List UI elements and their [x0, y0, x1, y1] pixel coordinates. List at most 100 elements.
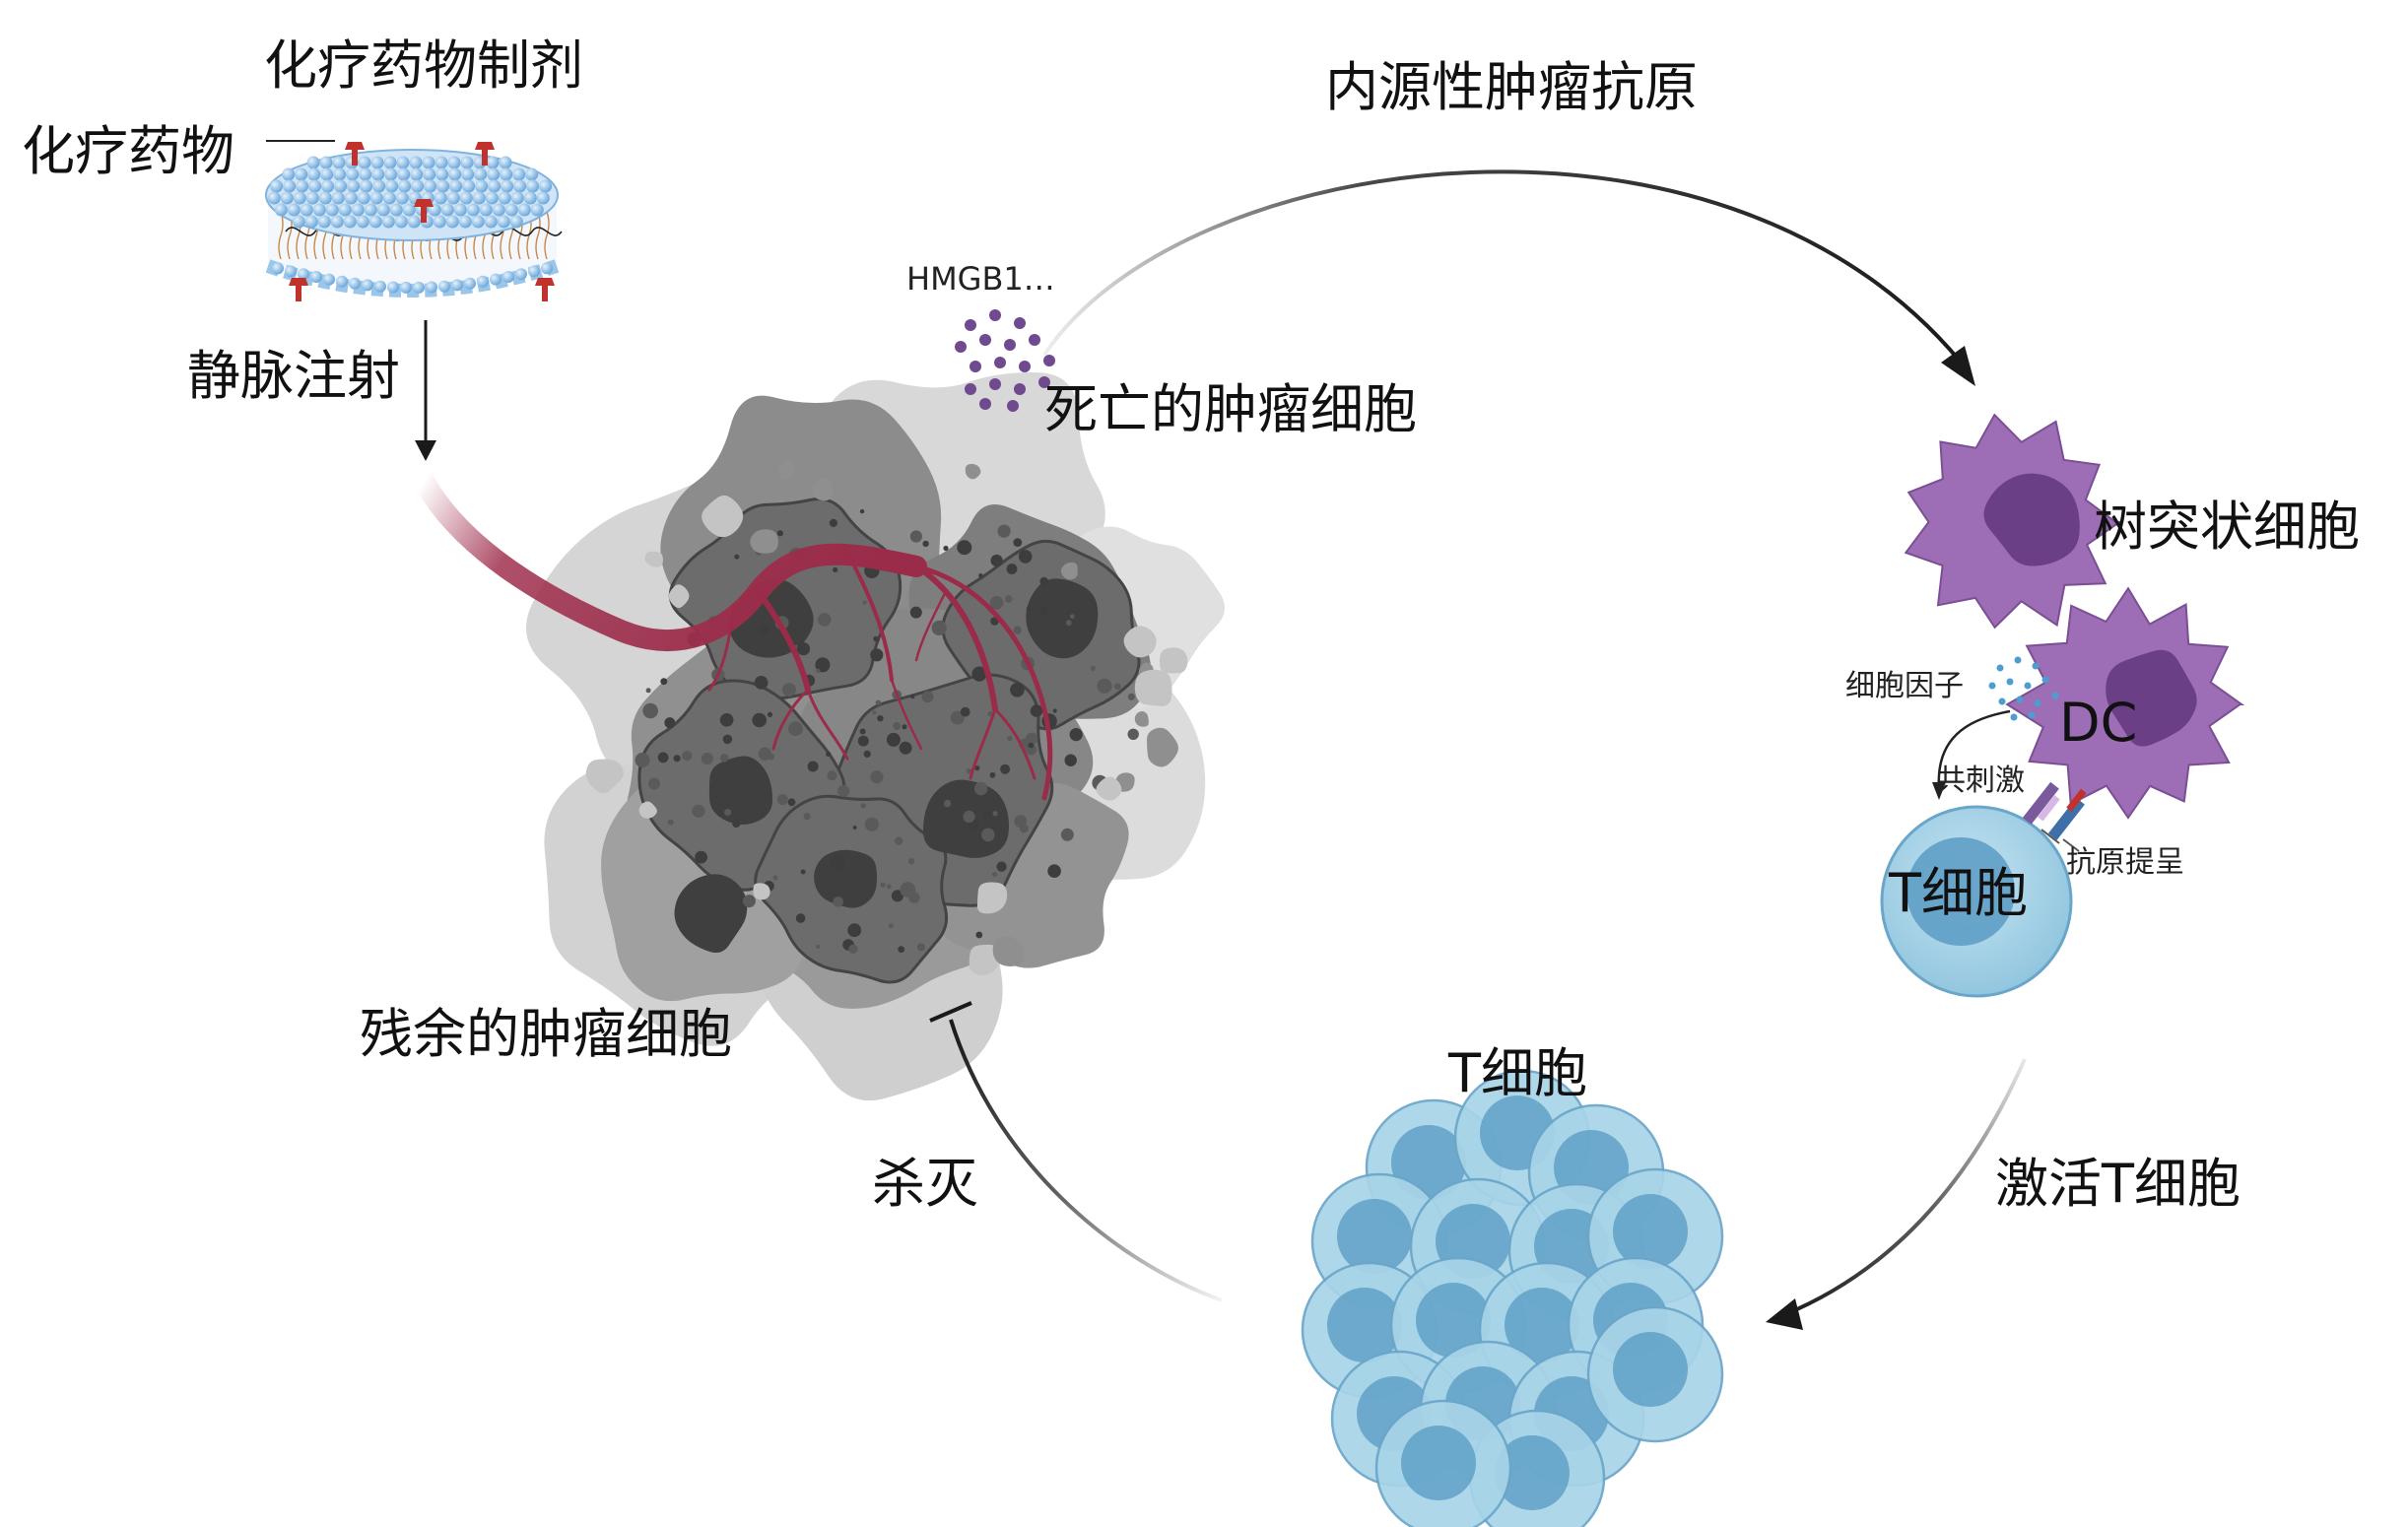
hmgb1-particle	[1014, 383, 1026, 395]
tumor-granule	[909, 606, 922, 619]
lipid-bead	[477, 275, 489, 288]
kill-label: 杀灭	[872, 1153, 978, 1215]
lipid-bead	[383, 156, 397, 169]
tumor-granule	[826, 751, 832, 758]
cytokine-particle	[2028, 711, 2036, 719]
tumor-granule	[1006, 564, 1018, 574]
blood-vessel	[413, 470, 1053, 801]
lipid-bead	[436, 179, 450, 193]
hmgb1-particle	[1029, 334, 1040, 346]
tumor-granule	[1114, 683, 1121, 691]
drug-molecules	[289, 142, 555, 301]
lipid-bead	[433, 215, 446, 229]
drug-stem	[352, 150, 358, 166]
t-cell-nucleus	[1327, 1288, 1402, 1362]
hmgb1-particle	[989, 378, 1001, 390]
tumor-granule	[921, 691, 934, 703]
lipid-bead	[317, 215, 331, 229]
tumor-granule	[859, 728, 866, 735]
activate-t-cells-label: 激活T细胞	[1995, 1153, 2241, 1215]
lipid-bead	[385, 179, 399, 193]
lipid-bead	[464, 277, 476, 290]
tumor-granule	[815, 657, 831, 673]
antigen-presentation-label: 抗原提呈	[2066, 845, 2184, 880]
lipid-bead	[400, 281, 412, 294]
lipid-bead	[526, 179, 540, 193]
lipid-bead	[296, 179, 309, 193]
tumor-granule	[875, 699, 882, 706]
tumor-granule	[872, 710, 877, 715]
tumor-fragment	[585, 759, 624, 794]
tumor-cell-mass	[525, 372, 1225, 1101]
lipid-bead	[504, 203, 518, 217]
lipid-bead	[397, 167, 411, 181]
lipid-bead	[389, 203, 403, 217]
lipid-bead	[282, 167, 296, 181]
tumor-granule	[1013, 626, 1022, 634]
tumor-fragment	[753, 883, 770, 900]
lipid-bead	[435, 167, 449, 181]
lipid-bead	[499, 156, 512, 169]
tumor-granule	[788, 721, 803, 737]
tumor-granule	[909, 530, 923, 543]
hmgb1-particle	[965, 319, 976, 331]
lipid-bead	[395, 191, 409, 205]
lipid-bead	[384, 167, 398, 181]
lipid-bead	[422, 156, 435, 169]
lipid-bead	[458, 215, 472, 229]
lipid-bead	[471, 215, 485, 229]
tumor-granule	[1064, 754, 1077, 766]
tumor-fragment	[1147, 727, 1178, 767]
tumor-granule	[880, 882, 886, 888]
lipid-bead	[376, 203, 390, 217]
tumor-nucleus	[1026, 578, 1099, 659]
tumor-granule	[863, 750, 871, 759]
tumor-granule	[759, 626, 769, 635]
dc-label: DC	[2059, 692, 2137, 754]
drug-head	[289, 278, 308, 286]
t-cell-nucleus	[1613, 1194, 1688, 1269]
lipid-bead	[374, 280, 386, 293]
lipid-bead	[320, 167, 334, 181]
tumor-granule	[857, 735, 869, 747]
lipid-bead	[462, 179, 476, 193]
liposome-formulation	[265, 142, 563, 301]
tumor-granule	[1069, 728, 1083, 742]
tumor-granule	[816, 668, 821, 673]
lipid-bead	[466, 203, 480, 217]
tumor-granule	[960, 706, 970, 717]
tumor-granule	[1040, 607, 1049, 616]
lipid-bead	[497, 215, 510, 229]
lipid-bead	[351, 203, 365, 217]
tumor-granule	[752, 712, 767, 728]
tumor-granule	[886, 732, 901, 747]
cytokines-label: 细胞因子	[1845, 669, 1964, 703]
lipid-bead	[484, 215, 498, 229]
tumor-granule	[996, 861, 1007, 872]
tumor-granule	[870, 648, 884, 662]
tumor-granule	[974, 765, 980, 771]
tumor-granule	[742, 895, 756, 908]
tumor-granule	[732, 819, 741, 829]
lipid-bead	[267, 191, 281, 205]
tumor-granule	[1013, 538, 1023, 547]
tumor-granule	[776, 530, 784, 537]
tumor-granule	[899, 741, 912, 755]
lipid-bead	[295, 167, 308, 181]
tumor-granule	[975, 931, 983, 939]
tumor-granule	[645, 688, 651, 694]
tumor-granule	[907, 858, 915, 865]
cytokine-particle	[1998, 697, 2006, 705]
tumor-granule	[787, 798, 796, 807]
lipid-bead	[487, 167, 501, 181]
tumor-granule	[692, 804, 705, 818]
lipid-bead	[369, 191, 383, 205]
drug-stem	[296, 286, 301, 301]
t-cell-nucleus	[1505, 1288, 1579, 1362]
cytokine-particle	[2014, 656, 2022, 664]
hmgb1-particle	[970, 361, 981, 372]
lipid-bead	[318, 191, 332, 205]
lipid-bead	[305, 191, 319, 205]
lipid-bead	[434, 191, 447, 205]
lipid-bead	[346, 167, 360, 181]
